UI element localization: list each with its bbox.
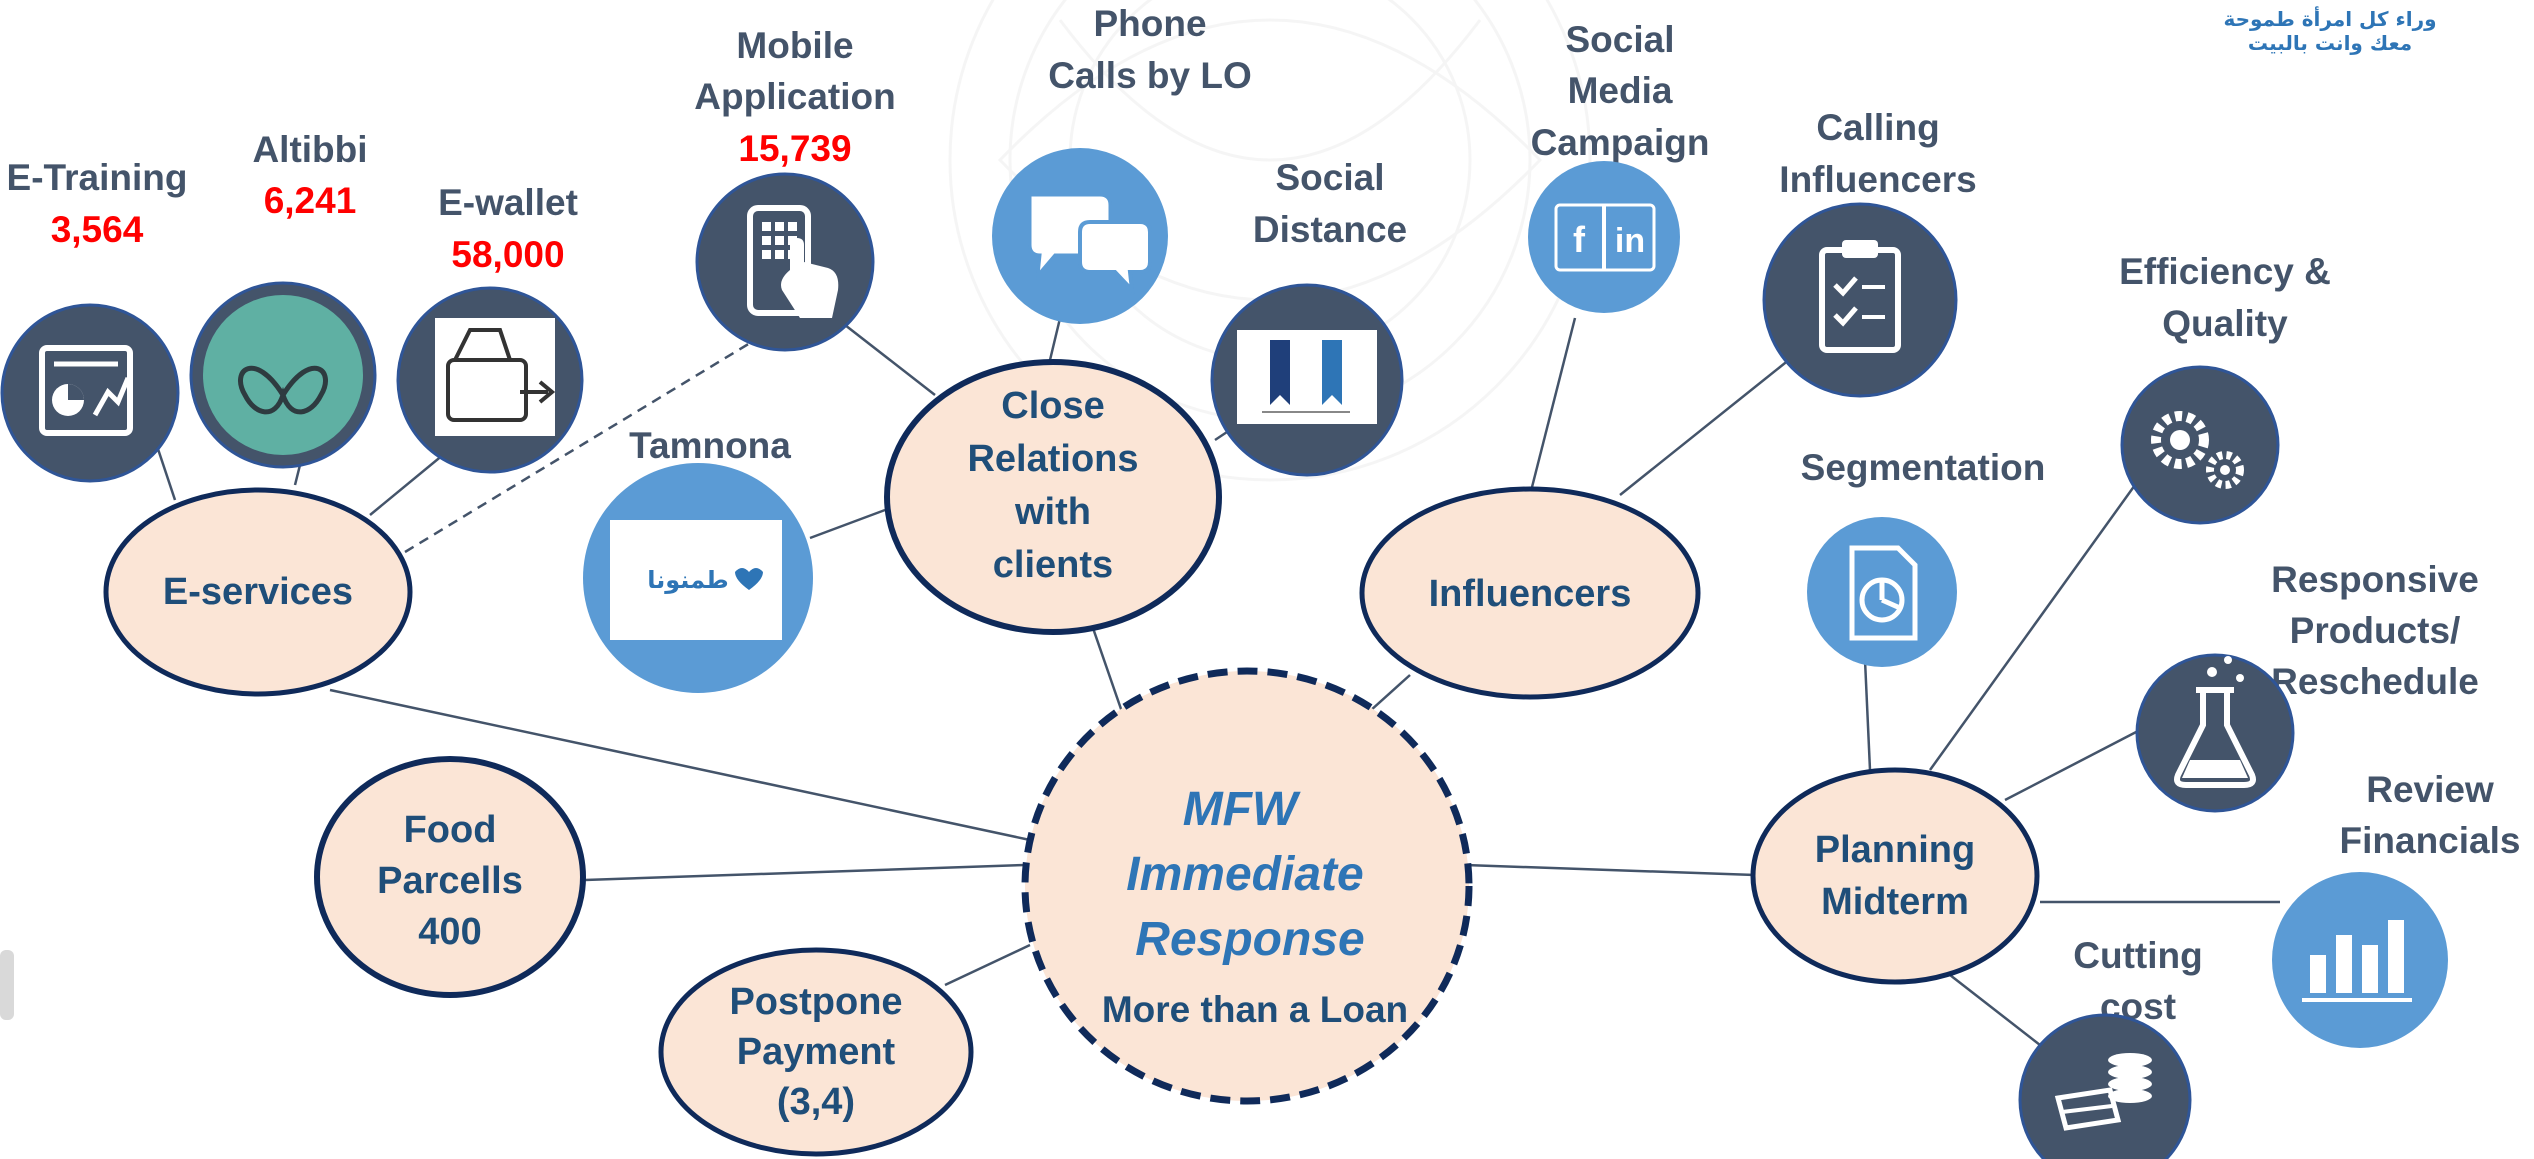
leaf-efficiency-line1: Efficiency & bbox=[2119, 251, 2331, 292]
hub-food-value: 400 bbox=[418, 911, 481, 953]
connector-planning-segmentation bbox=[1863, 659, 1872, 771]
connector-center-postpone bbox=[944, 943, 1031, 987]
pie-document-icon bbox=[1807, 517, 1957, 667]
tamnona-logo-text: طمنونا bbox=[647, 566, 729, 594]
header-tagline-line1: وراء كل امرأة طموحة bbox=[2223, 5, 2436, 31]
tamnona-logo-icon: طمنونا bbox=[583, 463, 813, 693]
leaf-social-media-line2: Media bbox=[1568, 70, 1673, 111]
connector-eservices-mobile-dashed bbox=[404, 338, 756, 554]
bar-chart-icon bbox=[2272, 872, 2448, 1048]
leaf-ewallet-value: 58,000 bbox=[451, 234, 564, 275]
facebook-glyph: f bbox=[1573, 219, 1586, 260]
leaf-social-media-line3: Campaign bbox=[1531, 122, 1710, 163]
hub-close-line2: Relations bbox=[967, 438, 1138, 480]
hub-planning-line1: Planning bbox=[1815, 829, 1975, 871]
center-node: MFW Immediate Response More than a Loan bbox=[1021, 667, 1473, 1105]
hub-postpone-payment: Postpone Payment (3,4) bbox=[658, 947, 974, 1157]
hub-influencers-label: Influencers bbox=[1429, 573, 1632, 615]
leaf-mobile-label-line1: Mobile bbox=[736, 25, 853, 66]
leaf-altibbi-label: Altibbi bbox=[252, 129, 367, 170]
leaf-responsive-line3: Reschedule bbox=[2271, 661, 2479, 702]
leaf-tamnona-label: Tamnona bbox=[629, 425, 791, 466]
hub-planning-midterm: Planning Midterm bbox=[1750, 767, 2040, 985]
leaf-etraining-value: 3,564 bbox=[51, 209, 144, 250]
hub-close-line1: Close bbox=[1001, 385, 1104, 427]
center-subtitle: More than a Loan bbox=[1102, 989, 1408, 1030]
connector-planning-cutting bbox=[1949, 974, 2041, 1046]
hub-postpone-line1: Postpone bbox=[729, 981, 902, 1023]
hub-influencers: Influencers bbox=[1359, 486, 1701, 700]
center-title-line2: Immediate bbox=[1126, 848, 1363, 901]
clipboard-checklist-icon bbox=[1762, 202, 1958, 398]
leaf-segmentation-label: Segmentation bbox=[1801, 447, 2046, 488]
center-title-line3: Response bbox=[1135, 913, 1364, 966]
linkedin-glyph: in bbox=[1615, 222, 1645, 260]
leaf-phone-label-line1: Phone bbox=[1093, 3, 1206, 44]
leaf-altibbi-value: 6,241 bbox=[264, 180, 357, 221]
report-chart-icon bbox=[0, 303, 180, 483]
money-stack-icon bbox=[2018, 1013, 2192, 1159]
hub-eservices-label: E-services bbox=[163, 571, 353, 613]
leaf-review-line2: Financials bbox=[2340, 820, 2521, 861]
leaf-responsive-line2: Products/ bbox=[2290, 610, 2461, 651]
hub-planning-line2: Midterm bbox=[1821, 881, 1969, 923]
facebook-linkedin-icon: f in bbox=[1528, 161, 1680, 313]
hub-postpone-line3: (3,4) bbox=[777, 1081, 855, 1123]
leaf-efficiency-line2: Quality bbox=[2162, 303, 2288, 344]
leaf-etraining-label: E-Training bbox=[7, 157, 188, 198]
leaf-social-distance-line2: Distance bbox=[1253, 209, 1407, 250]
leaf-responsive-line1: Responsive bbox=[2271, 559, 2479, 600]
leaf-phone-label-line2: Calls by LO bbox=[1048, 55, 1252, 96]
leaf-mobile-label-line2: Application bbox=[694, 76, 895, 117]
connector-influencers-social-media bbox=[1528, 317, 1577, 496]
hub-close-relations: Close Relations with clients bbox=[884, 359, 1222, 635]
connector-close-tamnona bbox=[809, 508, 886, 540]
gears-icon bbox=[2120, 365, 2280, 525]
leaf-review-line1: Review bbox=[2366, 769, 2494, 810]
hub-food-line2: Parcells bbox=[377, 860, 523, 902]
left-edge-decoration bbox=[0, 950, 14, 1020]
leaf-calling-line1: Calling bbox=[1816, 107, 1939, 148]
hub-eservices: E-services bbox=[103, 487, 413, 697]
center-title-line1: MFW bbox=[1183, 783, 1301, 836]
hub-close-line4: clients bbox=[993, 544, 1113, 586]
hub-food-parcells: Food Parcells 400 bbox=[314, 756, 586, 998]
leaf-social-media-line1: Social bbox=[1566, 19, 1675, 60]
hub-close-line3: with bbox=[1014, 491, 1091, 533]
chat-bubbles-icon bbox=[992, 148, 1168, 324]
connector-planning-responsive bbox=[2004, 728, 2141, 802]
header-tagline-line2: معك وانت بالبيت bbox=[2248, 31, 2412, 55]
connector-influencers-calling bbox=[1619, 354, 1796, 496]
leaf-social-distance-line1: Social bbox=[1276, 157, 1385, 198]
leaf-cutting-line1: Cutting bbox=[2073, 935, 2202, 976]
hub-food-line1: Food bbox=[404, 809, 497, 851]
leaf-mobile-value: 15,739 bbox=[738, 128, 851, 169]
leaf-calling-line2: Influencers bbox=[1779, 159, 1976, 200]
connector-center-eservices bbox=[329, 688, 1031, 842]
connector-center-food bbox=[584, 863, 1026, 882]
wallet-icon bbox=[396, 286, 584, 474]
altibbi-logo-icon bbox=[189, 281, 377, 469]
connector-center-planning bbox=[1464, 863, 1756, 877]
flask-icon bbox=[2135, 653, 2295, 813]
connector-planning-efficiency bbox=[1928, 484, 2137, 771]
mobile-touch-icon bbox=[695, 172, 875, 352]
connector-close-mobile bbox=[844, 324, 936, 396]
leaf-ewallet-label: E-wallet bbox=[438, 182, 578, 223]
social-distance-logo-icon bbox=[1210, 283, 1404, 477]
hub-postpone-line2: Payment bbox=[737, 1031, 896, 1073]
